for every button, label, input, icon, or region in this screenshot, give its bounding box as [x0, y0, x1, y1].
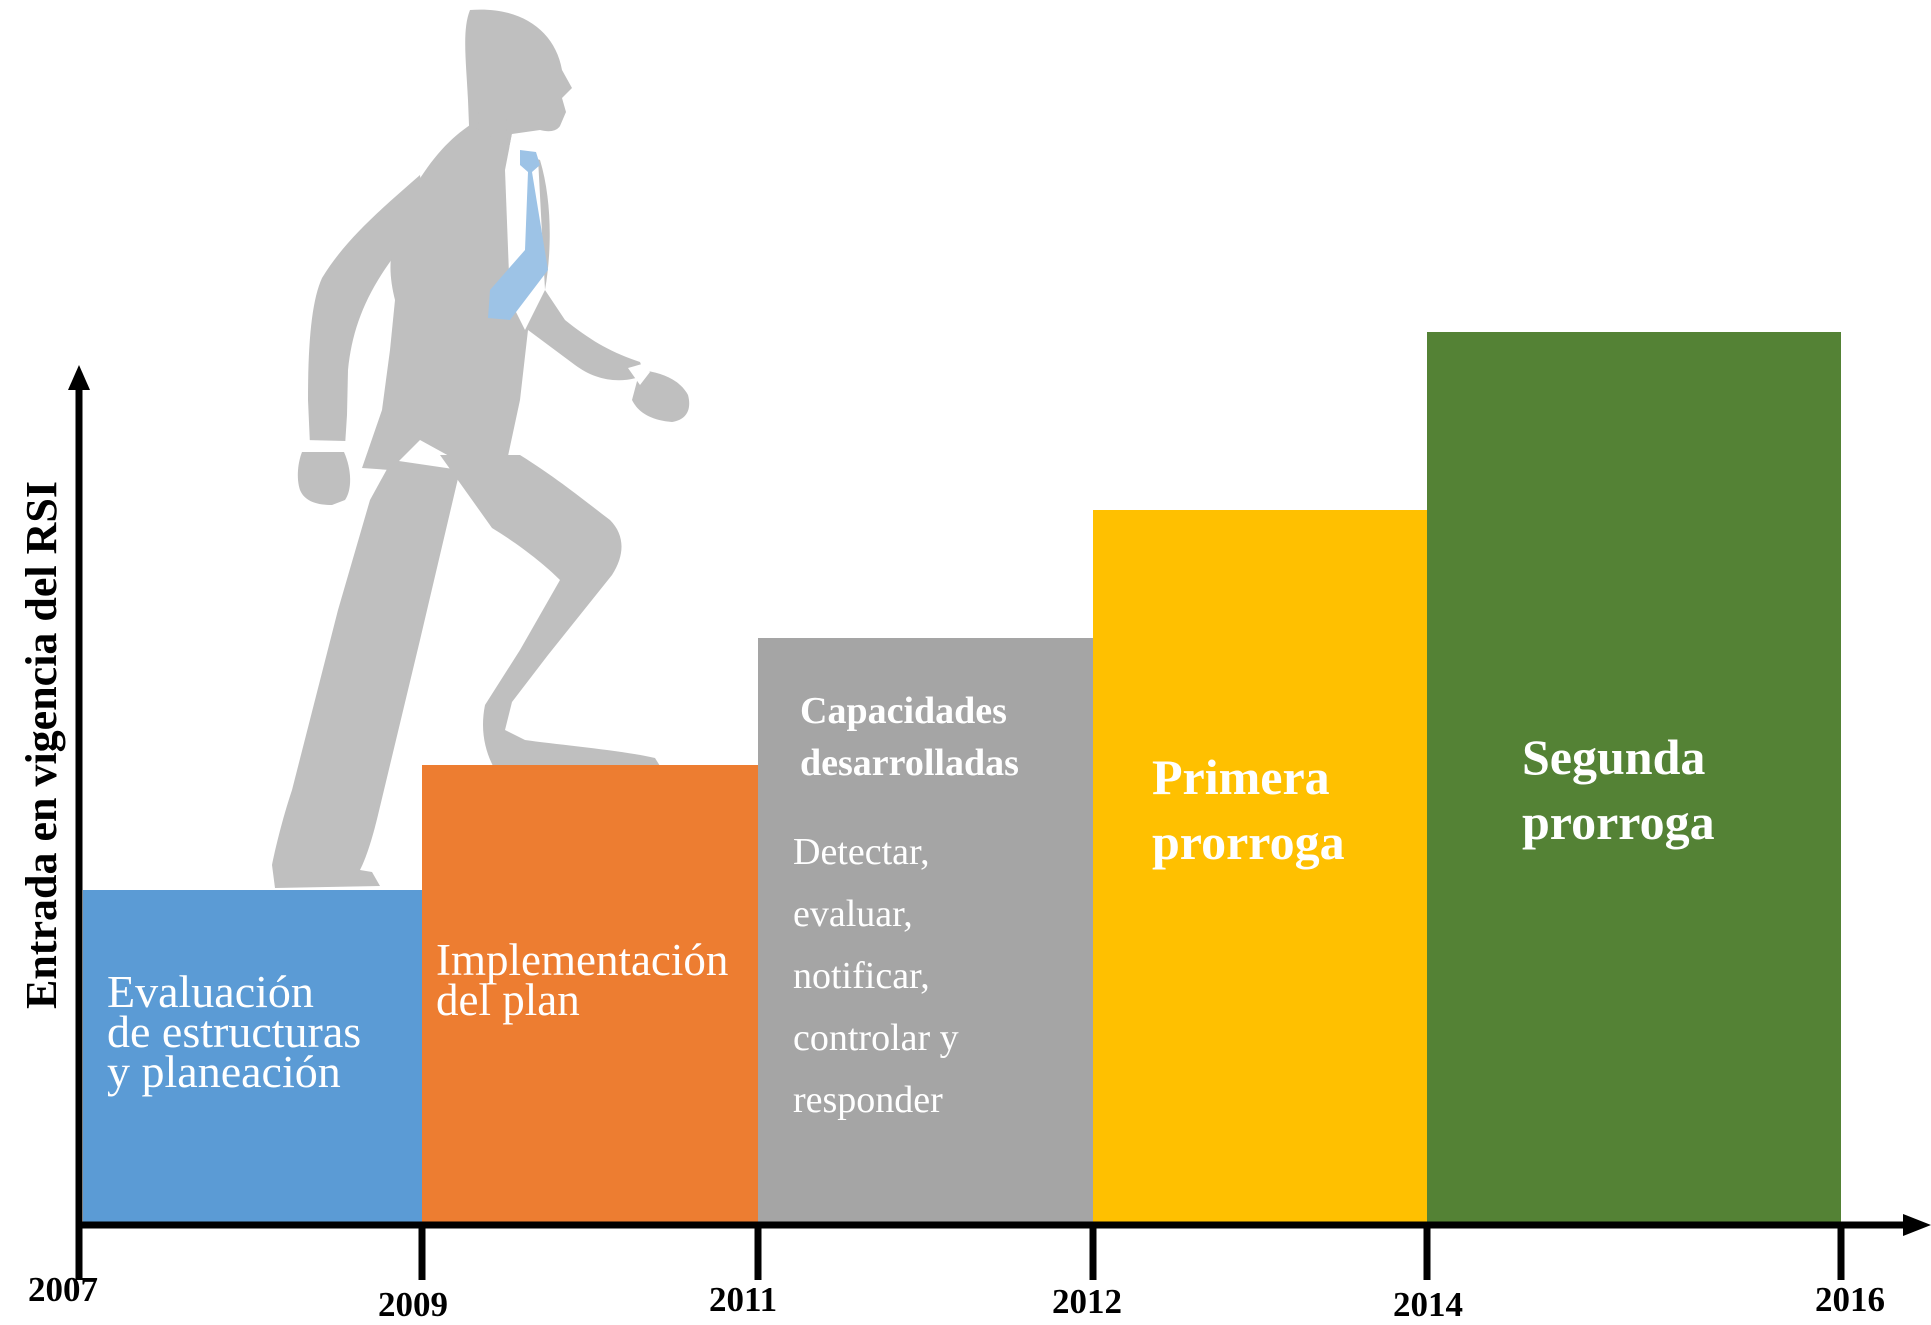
year-label: 2009 [378, 1285, 448, 1324]
step-implementation-label: Implementación del plan [436, 935, 729, 1025]
step-second-extension [1427, 332, 1841, 1225]
x-axis-arrow-icon [1903, 1214, 1931, 1236]
step-second-extension-label: Segunda prorroga [1522, 729, 1715, 850]
year-label: 2011 [709, 1280, 778, 1319]
y-axis-label: Entrada en vigencia del RSI [17, 480, 66, 1010]
step-capacities-list: Detectar, evaluar, notificar, controlar … [793, 831, 959, 1121]
step-capacities-title: Capacidades desarrolladas [800, 690, 1019, 784]
step-capacities [758, 638, 1093, 1225]
year-label: 2007 [28, 1270, 98, 1309]
year-label: 2016 [1815, 1280, 1885, 1319]
step-implementation [422, 765, 758, 1225]
step-evaluation [83, 890, 422, 1225]
step-first-extension-label: Primera prorroga [1152, 749, 1345, 870]
step-first-extension [1093, 510, 1427, 1225]
y-axis-arrow-icon [68, 365, 90, 390]
year-label: 2014 [1393, 1285, 1463, 1324]
year-label: 2012 [1052, 1282, 1122, 1321]
step-evaluation-label: Evaluación de estructuras y planeación [107, 966, 362, 1097]
